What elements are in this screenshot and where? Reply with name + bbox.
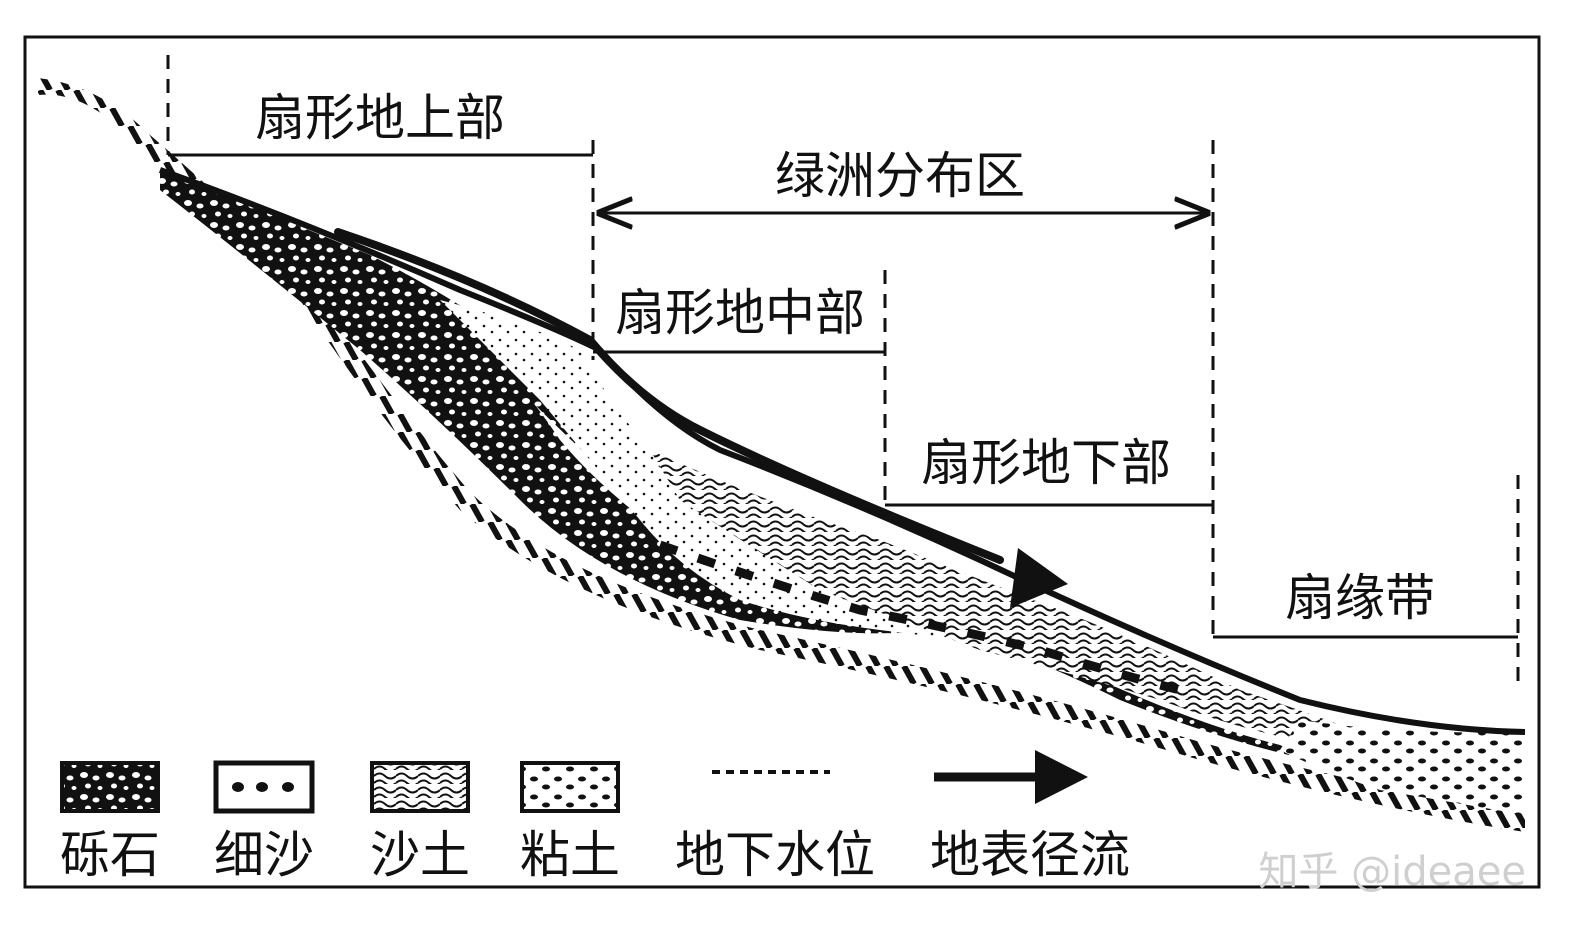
label-fan-edge: 扇缘带 <box>1285 569 1435 627</box>
watermark: 知乎 @ideaee <box>1258 849 1526 895</box>
label-oasis-zone: 绿洲分布区 <box>775 147 1025 205</box>
legend-sandy-soil-swatch <box>372 763 468 811</box>
legend-groundwater-label: 地下水位 <box>675 826 875 884</box>
label-upper-fan: 扇形地上部 <box>255 89 505 147</box>
legend-runoff-label: 地表径流 <box>930 826 1130 884</box>
label-lower-fan: 扇形地下部 <box>921 434 1171 492</box>
legend-gravel-swatch <box>62 763 158 811</box>
label-middle-fan: 扇形地中部 <box>615 284 865 342</box>
legend-sandy-soil-label: 沙土 <box>370 826 470 884</box>
legend-gravel-label: 砾石 <box>60 826 160 884</box>
legend-runoff-arrowhead <box>1035 750 1088 804</box>
legend-clay-label: 粘土 <box>520 826 620 884</box>
legend-clay-swatch <box>522 763 618 811</box>
legend-fine-sand-dots <box>232 782 294 792</box>
legend-fine-sand-label: 细沙 <box>214 826 314 884</box>
legend: 砾石 细沙 沙土 粘土 地下水位 地表径流 <box>60 750 1130 884</box>
